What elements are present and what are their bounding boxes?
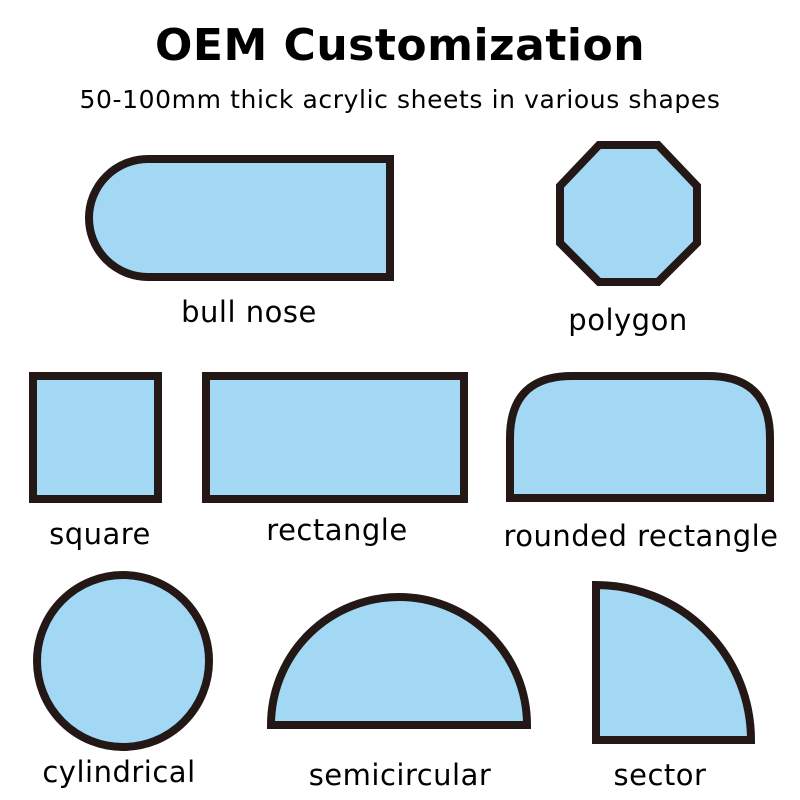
label-square: square [49, 517, 151, 551]
sector-shape [592, 580, 756, 744]
label-cylindrical: cylindrical [42, 755, 196, 789]
polygon-shape [556, 141, 701, 286]
rectangle-shape [202, 372, 468, 503]
rounded-rectangle-shape [506, 372, 774, 502]
square-shape [29, 372, 162, 503]
cylindrical-shape [33, 571, 213, 751]
label-polygon: polygon [568, 303, 688, 337]
label-rectangle: rectangle [266, 513, 408, 547]
page-subtitle: 50-100mm thick acrylic sheets in various… [79, 85, 721, 114]
label-sector: sector [613, 758, 707, 792]
label-rounded-rectangle: rounded rectangle [503, 519, 779, 553]
label-bull-nose: bull nose [181, 295, 317, 329]
bull-nose-shape [85, 155, 394, 281]
semicircular-shape [266, 593, 532, 729]
label-semicircular: semicircular [308, 758, 492, 792]
page-title: OEM Customization [154, 20, 646, 71]
